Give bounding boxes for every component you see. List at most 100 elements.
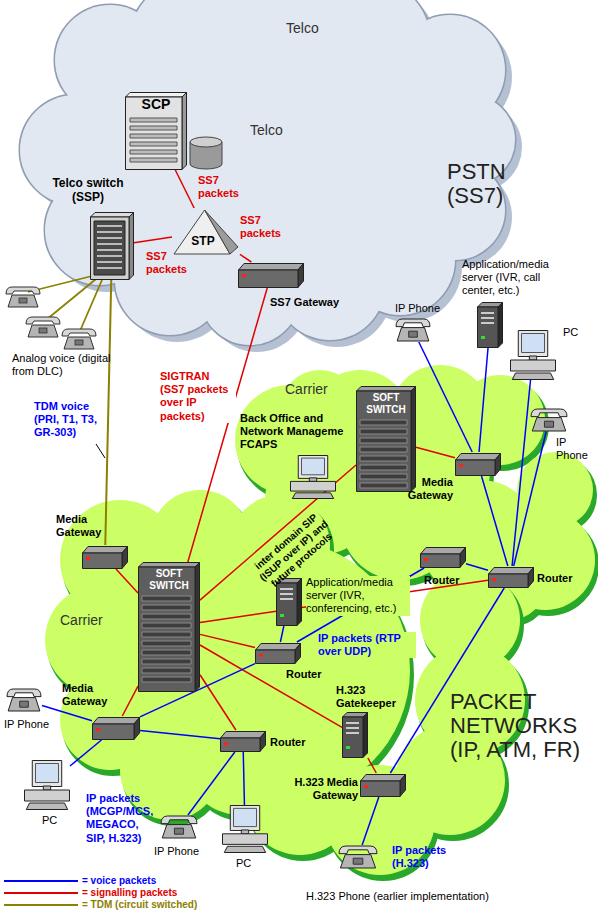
device-label: Application/media server (IVR, call cent… <box>462 258 572 298</box>
icon-part <box>340 855 375 868</box>
icon-part <box>139 563 200 568</box>
icon-part <box>20 701 29 707</box>
voice-link <box>243 752 244 805</box>
legend-text: = signalling packets <box>82 887 177 899</box>
voice-link <box>512 380 530 566</box>
box-icon <box>455 452 501 476</box>
icon-part <box>396 319 430 327</box>
icon-part <box>292 493 333 499</box>
pc-icon <box>222 805 268 853</box>
icon-part <box>478 307 499 348</box>
icon-part <box>411 387 416 492</box>
server-icon <box>477 302 503 348</box>
scp-server: SCP <box>125 92 187 170</box>
icon-part <box>343 717 364 758</box>
network-name: PSTN (SS7) <box>447 160 531 208</box>
signalling-link <box>188 288 267 562</box>
icon-part <box>360 438 407 443</box>
icon-part <box>498 303 503 348</box>
icon-part <box>93 718 140 725</box>
analog-wire <box>80 280 102 331</box>
icon-part <box>96 728 100 731</box>
icon-part <box>174 828 183 834</box>
device-label: SOFT SWITCH <box>356 392 416 416</box>
gateway-router: Router <box>220 730 266 752</box>
box-icon <box>255 642 301 664</box>
server-icon <box>342 712 368 758</box>
device-label: Router <box>286 668 336 681</box>
icon-part <box>97 255 122 257</box>
icon-part <box>397 328 429 341</box>
network-name: Telco <box>250 122 300 139</box>
icon-part <box>161 816 197 824</box>
device-label: PC <box>42 814 70 827</box>
voice-link <box>42 705 92 720</box>
icon-part <box>130 150 177 154</box>
icon-part <box>339 846 377 854</box>
icon-part <box>489 574 529 588</box>
legend-line <box>4 880 78 882</box>
icon-part <box>142 677 191 682</box>
icon-part <box>83 547 128 554</box>
box-icon <box>92 716 140 740</box>
device-label: PC <box>236 857 264 870</box>
icon-part <box>309 478 316 482</box>
icon-part <box>97 267 122 269</box>
media-server: Application/media server (IVR, call cent… <box>477 302 503 348</box>
gateway-router: Media Gateway <box>455 452 501 476</box>
icon-part <box>363 713 368 758</box>
legend-row: = voice packets <box>4 875 304 887</box>
icon-part <box>91 213 134 218</box>
signalling-link <box>116 569 138 593</box>
device-label: SCP <box>125 96 187 113</box>
icon-part <box>234 808 257 826</box>
icon-part <box>130 142 177 146</box>
voice-link <box>188 752 235 815</box>
legend-line <box>4 892 78 894</box>
softswitch: SOFT SWITCH <box>356 386 416 492</box>
legend-row: = signalling packets <box>4 887 304 899</box>
device-label: SS7 Gateway <box>270 296 346 309</box>
legend-row: = TDM (circuit switched) <box>4 899 304 911</box>
icon-part <box>511 360 556 371</box>
icon-part <box>142 668 191 673</box>
icon-part <box>481 317 494 319</box>
icon-part <box>528 568 534 588</box>
icon-part <box>8 698 40 711</box>
icon-part <box>346 732 359 734</box>
icon-part <box>360 465 407 470</box>
icon-part <box>130 134 177 138</box>
icon-part <box>360 456 407 461</box>
icon-part <box>400 775 406 797</box>
icon-part <box>129 213 134 280</box>
icon-part <box>142 605 191 610</box>
device-label: Back Office and Network Manageme FCAPS <box>240 412 352 452</box>
icon-part <box>43 786 50 790</box>
voice-label: IP packets (H.323) <box>392 844 472 870</box>
pc-workstation: PC <box>510 330 556 380</box>
signal-label: SS7 packets <box>146 250 194 276</box>
icon-part <box>298 456 327 479</box>
phone-icon <box>6 688 42 712</box>
icon-part <box>97 237 122 239</box>
device-label: SOFT SWITCH <box>138 568 200 592</box>
signalling-link <box>240 254 251 262</box>
icon-part <box>91 217 130 280</box>
analog-wire <box>46 279 96 320</box>
gateway-router: Media Gateway <box>82 545 128 569</box>
icon-part <box>26 803 67 810</box>
stp-transfer-point: STP <box>172 208 240 256</box>
icon-part <box>360 429 407 434</box>
signalling-link <box>200 634 255 647</box>
icon-part <box>512 373 553 380</box>
icon-part <box>280 614 284 617</box>
device-label: IP Phone <box>154 845 214 858</box>
icon-part <box>94 221 125 275</box>
analog-phone <box>6 287 40 307</box>
gateway-router: Router <box>420 546 466 568</box>
icon-part <box>224 742 228 745</box>
icon-part <box>256 650 296 664</box>
phone-icon <box>160 815 198 839</box>
telco-switch: Telco switch (SSP) <box>90 212 134 280</box>
